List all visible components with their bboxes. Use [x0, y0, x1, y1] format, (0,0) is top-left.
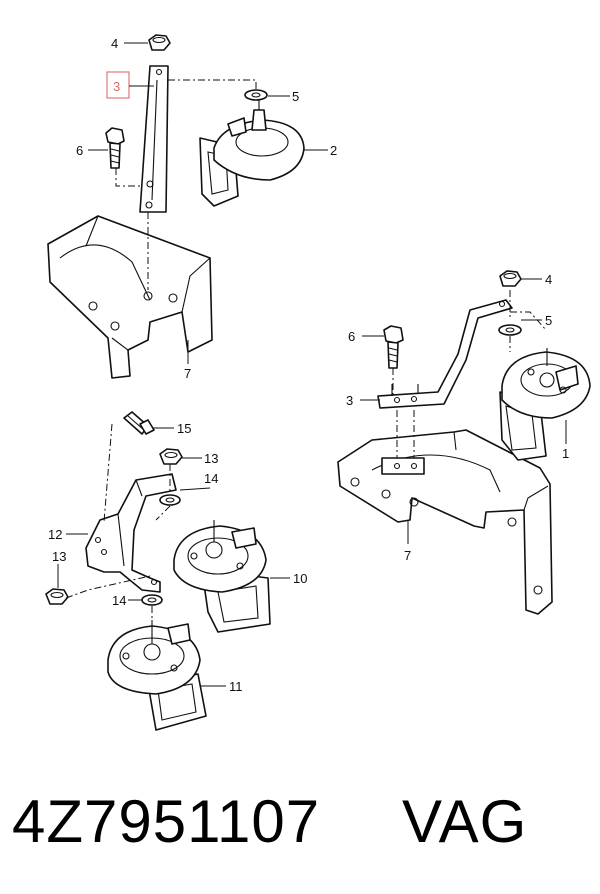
- callout-10: 10: [293, 571, 307, 586]
- mounting-strap-3-right: [377, 299, 513, 409]
- washer-14-upper: [159, 494, 181, 506]
- callouts-top-left: 4 3 5 6 2 7: [76, 36, 337, 381]
- callout-2-top: 2: [330, 143, 337, 158]
- bracket-12: [85, 473, 177, 593]
- callout-13-upper: 13: [204, 451, 218, 466]
- bottom-left-assembly: [45, 411, 271, 731]
- callout-1-right: 1: [562, 446, 569, 461]
- callout-6-right: 6: [348, 329, 355, 344]
- bolt-6: [105, 127, 125, 169]
- brand-label: VAG: [402, 788, 528, 855]
- callout-15: 15: [177, 421, 191, 436]
- part-number: 4Z7951107: [12, 788, 321, 855]
- callout-14-lower: 14: [112, 593, 126, 608]
- callouts-bottom-left: 15 13 14 12 13 10 14 11: [48, 421, 307, 694]
- support-bracket-7: [47, 215, 213, 379]
- callout-11: 11: [229, 679, 243, 694]
- callout-3-highlight-box: [106, 71, 130, 99]
- callout-5-top: 5: [292, 89, 299, 104]
- callout-7-right: 7: [404, 548, 411, 563]
- top-left-assembly: [47, 34, 305, 379]
- callout-14-upper: 14: [204, 471, 218, 486]
- washer-5: [244, 89, 268, 101]
- horn-2: [199, 100, 305, 207]
- callouts-right: 4 6 5 3 1 7: [346, 272, 569, 563]
- footer: 4Z7951107 VAG: [12, 782, 592, 862]
- bolt-6-right: [383, 325, 404, 369]
- hex-nut-13-lower: [45, 588, 69, 605]
- callout-4-top: 4: [111, 36, 118, 51]
- hex-nut-4-right: [499, 270, 522, 287]
- washer-5-right: [498, 324, 522, 336]
- washer-14-lower: [141, 594, 163, 606]
- callout-12: 12: [48, 527, 62, 542]
- hex-nut-13-upper: [159, 448, 183, 465]
- bolt-15: [123, 411, 155, 435]
- horn-11: [107, 620, 207, 731]
- callout-13-lower: 13: [52, 549, 66, 564]
- horn-10: [173, 520, 271, 633]
- callout-4-right: 4: [545, 272, 552, 287]
- callout-3-top: 3: [113, 79, 120, 94]
- mounting-strap-3: [139, 65, 169, 213]
- callout-5-right: 5: [545, 313, 552, 328]
- callout-7-top: 7: [184, 366, 191, 381]
- hex-nut-4: [148, 34, 171, 51]
- callout-6-top: 6: [76, 143, 83, 158]
- horn-1: [499, 348, 591, 461]
- callout-3-right: 3: [346, 393, 353, 408]
